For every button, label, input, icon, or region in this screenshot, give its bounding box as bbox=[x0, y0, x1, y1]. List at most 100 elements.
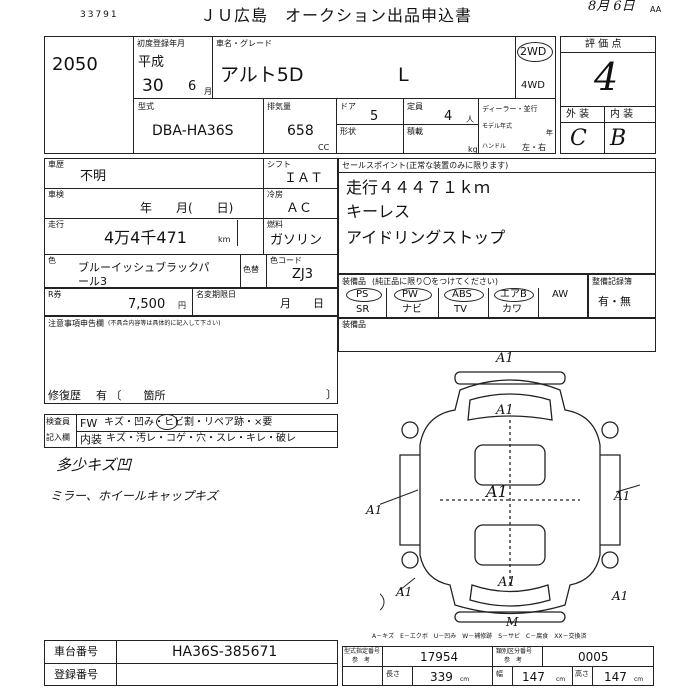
main-top-box bbox=[133, 36, 556, 154]
model-value: DBA-HA36S bbox=[152, 123, 234, 139]
displacement-value: 658 bbox=[287, 123, 314, 139]
inspection-value: 年 月( 日) bbox=[140, 201, 234, 215]
selling-points-box bbox=[338, 158, 656, 274]
transfer-label: 名変期限日 bbox=[196, 290, 236, 299]
type-designation-label: 型式指定番号 bbox=[344, 648, 381, 655]
mileage-unit: km bbox=[218, 235, 231, 244]
registration-month-unit: 月 bbox=[204, 87, 212, 96]
notes-label: 注意事項申告欄 bbox=[48, 319, 104, 328]
chassis-label: 車台番号 bbox=[54, 645, 98, 658]
ac-value: ＡＣ bbox=[286, 201, 313, 216]
shift-value: ＩＡＴ bbox=[284, 171, 324, 186]
dent-circle-mark bbox=[156, 414, 178, 430]
width-unit: cm bbox=[556, 676, 566, 683]
dealer-label: ディーラー・並行 bbox=[482, 105, 538, 113]
header-date-suffix: AA bbox=[650, 5, 662, 14]
seats-label: 定員 bbox=[407, 102, 423, 111]
extras-box bbox=[338, 318, 656, 352]
model-year-unit: 年 bbox=[546, 129, 553, 137]
equipment-leather: カワ bbox=[502, 304, 522, 315]
seats-unit: 人 bbox=[466, 115, 474, 124]
damage-mark-hood: A1 bbox=[496, 403, 514, 418]
history-box bbox=[44, 158, 338, 288]
doors-label: ドア bbox=[340, 102, 356, 111]
damage-legend: A－キズ E－エクボ U－凹み W－補修跡 S－サビ C－腐食 XX－交換済 bbox=[372, 633, 587, 640]
mileage-label: 走行 bbox=[48, 220, 64, 229]
length-value: 339 bbox=[430, 670, 453, 684]
equipment-aw: AW bbox=[552, 289, 569, 300]
color-value-1: ブルーイッシュブラックパ bbox=[78, 261, 210, 274]
model-year-label: モデル年式 bbox=[482, 123, 513, 130]
displacement-unit: CC bbox=[318, 143, 330, 152]
damage-mark-rear-left: A1 bbox=[396, 585, 413, 599]
damage-mark-roof: A1 bbox=[486, 482, 508, 501]
selling-points-label: セールスポイント(正常な装置のみに限ります) bbox=[342, 161, 509, 170]
service-record-box bbox=[588, 274, 656, 318]
displacement-label: 排気量 bbox=[267, 102, 291, 111]
vehicle-name: アルト5D bbox=[220, 64, 304, 86]
inspector-label-2: 記入欄 bbox=[46, 433, 70, 442]
registration-year: 30 bbox=[142, 76, 164, 96]
recycle-box bbox=[44, 288, 338, 316]
color-label: 色 bbox=[48, 256, 56, 265]
transfer-value: 月 日 bbox=[280, 297, 324, 310]
inspector-row2-head: 内装 bbox=[80, 433, 102, 446]
registration-label: 初度登録年月 bbox=[137, 39, 185, 48]
ac-label: 冷房 bbox=[267, 190, 283, 199]
class-number-value: 0005 bbox=[578, 650, 609, 664]
handle-value: 左・右 bbox=[522, 143, 546, 152]
class-number-ref: 参 考 bbox=[504, 657, 523, 664]
doors-value: 5 bbox=[370, 109, 379, 124]
grade-score: 4 bbox=[594, 55, 619, 99]
recycle-unit: 円 bbox=[178, 301, 186, 310]
height-label: 高さ bbox=[575, 670, 589, 678]
color-change-label: 色替 bbox=[243, 265, 259, 274]
inspector-row1-items: キズ・凹み・ヒビ割・リペア跡・×要 bbox=[104, 417, 273, 428]
fuel-label: 燃料 bbox=[267, 220, 283, 229]
repair-value: 有 〔 箇所 bbox=[96, 389, 166, 402]
handle-label: ハンドル bbox=[482, 143, 507, 150]
damage-mark-right: A1 bbox=[614, 489, 631, 503]
class-number-label: 類別区分番号 bbox=[496, 648, 533, 655]
vehicle-name-label: 車名・グレード bbox=[216, 39, 272, 48]
stamp-number-box: 33791 bbox=[44, 0, 154, 20]
auction-title: ＪＵ広島 オークション出品申込書 bbox=[200, 6, 473, 25]
height-unit: cm bbox=[634, 676, 644, 683]
registration-month: 6 bbox=[188, 79, 197, 94]
interior-label: 内 装 bbox=[610, 109, 634, 120]
exterior-grade: C bbox=[570, 126, 587, 151]
equipment-sr: SR bbox=[356, 304, 370, 315]
grades-label: 評 価 点 bbox=[585, 39, 622, 50]
equipment-ps: PS bbox=[356, 289, 369, 300]
width-label: 幅 bbox=[496, 670, 503, 678]
history-label: 車歴 bbox=[48, 160, 64, 169]
mileage-value: 4万4千471 bbox=[104, 228, 187, 247]
inspection-label: 車検 bbox=[48, 190, 64, 199]
inspector-row1-head: FW bbox=[80, 417, 98, 430]
shape-label: 形状 bbox=[340, 127, 356, 136]
load-label: 積載 bbox=[407, 127, 423, 136]
service-record-label: 整備記録簿 bbox=[592, 277, 632, 286]
registration-era: 平成 bbox=[138, 55, 165, 70]
selling-point-2: キーレス bbox=[346, 202, 411, 221]
equipment-airbag: エアB bbox=[500, 289, 527, 300]
notes-sublabel: (不具合内容等は具体的に記入して下さい) bbox=[108, 320, 221, 327]
drive-2wd-circle bbox=[517, 42, 553, 62]
type-designation-ref: 参 考 bbox=[352, 657, 371, 664]
width-value: 147 bbox=[522, 670, 545, 684]
seats-value: 4 bbox=[444, 109, 453, 124]
repair-label: 修復歴 bbox=[48, 389, 81, 402]
repair-close: 〕 bbox=[326, 388, 337, 401]
notes-box bbox=[44, 316, 338, 404]
recycle-label: R券 bbox=[48, 290, 62, 299]
inspector-row2-items: キズ・汚レ・コゲ・穴・スレ・キレ・破レ bbox=[106, 433, 296, 444]
equipment-abs: ABS bbox=[452, 289, 472, 300]
equipment-pw: PW bbox=[402, 289, 418, 300]
equipment-label: 装備品 bbox=[342, 277, 366, 286]
car-damage-diagram bbox=[380, 371, 640, 623]
selling-point-3: アイドリングストップ bbox=[346, 228, 506, 247]
service-record-value: 有・無 bbox=[598, 295, 631, 308]
color-code-label: 色コード bbox=[270, 256, 302, 265]
equipment-sublabel: (純正品に限り〇をつけてください) bbox=[372, 277, 499, 286]
lot-number: 2050 bbox=[52, 54, 98, 75]
